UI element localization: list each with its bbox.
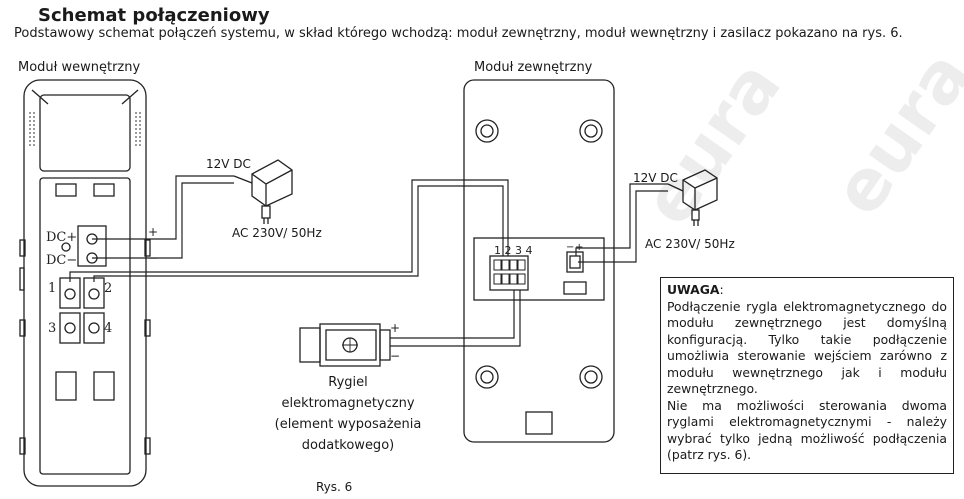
outdoor-terminal-numbers: 1 2 3 4	[494, 244, 532, 257]
terminal-2-label: 2	[104, 281, 112, 296]
electromagnetic-lock	[299, 323, 391, 367]
watermark-text-2: eura	[817, 36, 964, 230]
indoor-module-label: Moduł wewnętrzny	[18, 60, 141, 75]
polarity-plus-left: +	[148, 225, 158, 239]
psu-right	[667, 169, 718, 226]
note-paragraph-2: Nie ma możliwości sterowania dwoma rygla…	[667, 397, 947, 463]
outdoor-terminal-labels: 1 2 3 4	[494, 244, 532, 257]
outdoor-module	[463, 79, 615, 443]
polarity-minus-outdoor: −	[566, 242, 574, 253]
polarity-marks: + − + − − +	[148, 225, 583, 363]
outdoor-module-label: Moduł zewnętrzny	[474, 60, 593, 75]
watermark-text: eura	[627, 46, 797, 240]
figure-label: Rys. 6	[316, 480, 353, 494]
watermark: eura eura	[627, 36, 964, 240]
note-box: UWAGA: Podłączenie rygla elektromagnetyc…	[660, 277, 954, 474]
polarity-plus-lock: +	[390, 321, 400, 335]
dc-minus-label: DC−	[46, 253, 77, 268]
terminal-4-label: 4	[104, 321, 112, 336]
note-heading: UWAGA	[667, 282, 720, 297]
dc-plus-label: DC+	[46, 230, 77, 245]
wires	[69, 175, 668, 347]
indoor-terminal-labels: DC+ DC− 1 2 3 4	[46, 230, 112, 336]
note-paragraph-1: Podłączenie rygla elektromagnetycznego d…	[667, 298, 947, 397]
terminal-3-label: 3	[48, 321, 56, 336]
psu-left	[233, 159, 293, 224]
psu-left-ac-label: AC 230V/ 50Hz	[232, 226, 322, 240]
polarity-minus-lock: −	[390, 349, 400, 363]
psu-right-ac-label: AC 230V/ 50Hz	[645, 237, 735, 251]
polarity-minus-left: −	[148, 251, 158, 265]
terminal-1-label: 1	[48, 281, 56, 296]
indoor-module	[19, 79, 151, 487]
psu-left-dc-label: 12V DC	[206, 157, 251, 171]
lock-caption: Rygiel elektromagnetyczny (element wypos…	[274, 375, 422, 453]
polarity-plus-outdoor: +	[575, 242, 583, 253]
psu-right-dc-label: 12V DC	[633, 171, 678, 185]
intro-text: Podstawowy schemat połączeń systemu, w s…	[14, 26, 903, 41]
page-title: Schemat połączeniowy	[38, 5, 270, 26]
